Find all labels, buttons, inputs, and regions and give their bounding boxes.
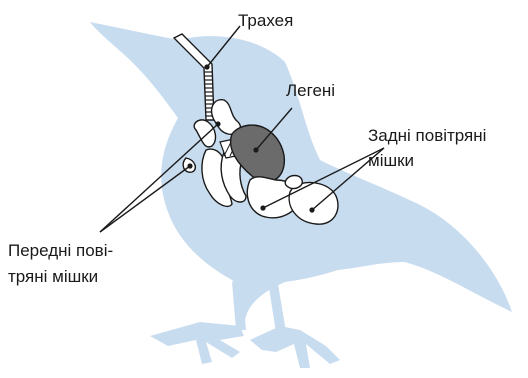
label-lungs: Легені (286, 80, 335, 102)
bird-foot-left (150, 322, 244, 364)
label-anterior-sacs-line1: Передні пові- (8, 240, 113, 262)
posterior-sac-top (285, 176, 302, 189)
label-anterior-sacs-line2: тряні мішки (8, 266, 98, 288)
label-posterior-sacs-line2: мішки (368, 150, 414, 172)
bird-body (90, 22, 512, 320)
label-trachea: Трахея (238, 10, 293, 32)
bird-leg-right (268, 282, 286, 332)
label-posterior-sacs-line1: Задні повітряні (368, 125, 486, 147)
bird-foot-right (250, 326, 340, 368)
